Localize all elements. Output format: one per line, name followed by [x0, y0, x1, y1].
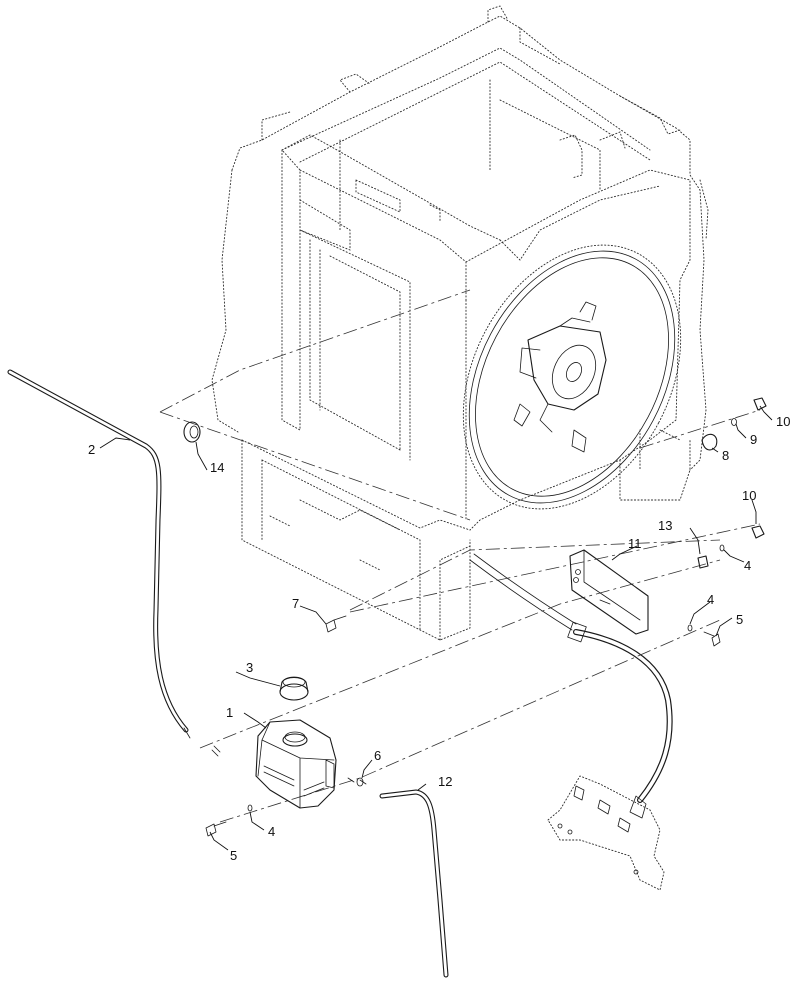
callout-13: 13	[658, 518, 672, 533]
callout-10-upper: 10	[776, 414, 790, 429]
callout-4-right-upper: 4	[744, 558, 751, 573]
part-2-tube	[7, 369, 221, 757]
callout-4-right-lower: 4	[707, 592, 714, 607]
callout-8: 8	[722, 448, 729, 463]
callout-7: 7	[292, 596, 299, 611]
callout-9: 9	[750, 432, 757, 447]
fan-motor	[513, 301, 607, 453]
callout-2: 2	[88, 442, 95, 457]
callout-labels: 1 2 3 4 4 4 5 5 6 7 8 9 10 10 11 12 13 1…	[88, 414, 790, 863]
part-14-grommet	[183, 421, 201, 443]
callout-6: 6	[374, 748, 381, 763]
part-12-tube	[359, 779, 449, 978]
callout-10-lower: 10	[742, 488, 756, 503]
callout-5-left: 5	[230, 848, 237, 863]
part-3-cap	[279, 676, 309, 701]
callout-1: 1	[226, 705, 233, 720]
part-1-coolant-reservoir	[255, 719, 355, 809]
part-11-bracket	[569, 549, 649, 635]
small-hardware	[205, 397, 767, 837]
callout-3: 3	[246, 660, 253, 675]
callout-leaders	[99, 405, 773, 851]
callout-12: 12	[438, 774, 452, 789]
callout-11: 11	[628, 536, 642, 551]
callout-4-left: 4	[268, 824, 275, 839]
cooling-frame	[211, 5, 709, 641]
callout-5-right: 5	[736, 612, 743, 627]
alignment-lines	[159, 289, 761, 823]
coolant-hose-assembly	[469, 553, 673, 891]
callout-14: 14	[210, 460, 224, 475]
